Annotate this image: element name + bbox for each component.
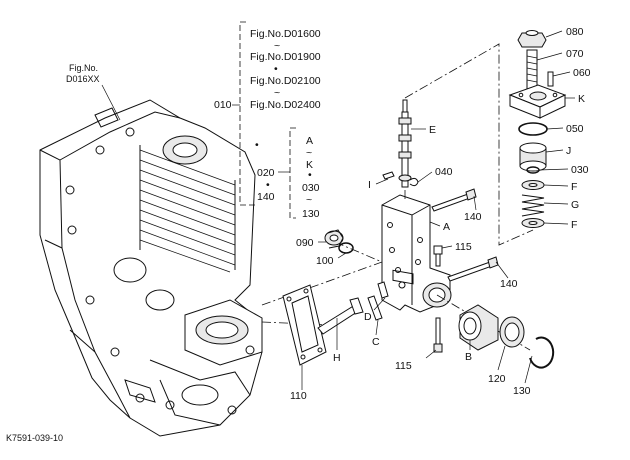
range-dot: • <box>308 169 312 181</box>
range-030-label: 030 <box>302 182 320 194</box>
lever-H <box>317 297 364 335</box>
callout-D: D <box>364 311 372 323</box>
callout-120: 120 <box>488 373 506 385</box>
bolt-140-lower <box>447 256 499 282</box>
pin-D <box>377 281 389 299</box>
range-K-label: K <box>306 159 313 171</box>
plug-090-and-oring-100 <box>324 229 354 254</box>
bolt-115-lower <box>433 317 443 353</box>
callout-115-upper: 115 <box>455 241 472 253</box>
transmission-housing <box>39 99 263 437</box>
group-dot-1: • <box>255 139 259 151</box>
housing-fig-ref-line2: D016XX <box>66 74 100 84</box>
group-010-label: 010 <box>214 99 232 111</box>
callout-050: 050 <box>566 123 584 135</box>
group-140-label: 140 <box>257 191 275 203</box>
fig-range-1: Fig.No.D01600 <box>250 28 321 40</box>
housing-leader-line <box>101 84 121 121</box>
fig-range-tilde-1: ~ <box>274 40 280 52</box>
top-valve-stack <box>508 30 567 228</box>
callout-130: 130 <box>513 385 531 397</box>
gasket-110 <box>282 284 327 366</box>
group-dot-2: • <box>266 179 270 191</box>
callout-G: G <box>571 199 579 211</box>
group-brackets <box>232 21 296 219</box>
callout-E: E <box>429 124 436 136</box>
callout-060: 060 <box>573 67 591 79</box>
fig-range-4: Fig.No.D02400 <box>250 99 321 111</box>
callout-F-lower: F <box>571 219 577 231</box>
pin-C <box>367 295 383 321</box>
group-020-label: 020 <box>257 167 275 179</box>
callout-K: K <box>578 93 585 105</box>
callout-I: I <box>368 179 371 191</box>
callout-080: 080 <box>566 26 584 38</box>
callout-100: 100 <box>316 255 334 267</box>
seal-120 <box>499 316 525 348</box>
callout-110: 110 <box>290 390 307 402</box>
callout-030: 030 <box>571 164 589 176</box>
bolt-140-upper <box>431 188 477 212</box>
callout-115-lower: 115 <box>395 360 412 372</box>
range-A-label: A <box>306 135 313 147</box>
callout-090: 090 <box>296 237 314 249</box>
callout-B: B <box>465 351 472 363</box>
callout-140-upper: 140 <box>464 211 482 223</box>
drawing-code: K7591-039-10 <box>6 433 63 443</box>
callout-J: J <box>566 145 571 157</box>
range-tilde-2: ~ <box>306 194 312 206</box>
fig-range-dot-1: • <box>274 63 278 75</box>
housing-fig-ref-line1: Fig.No. <box>69 63 98 73</box>
callout-140-lower: 140 <box>500 278 518 290</box>
snap-ring-130 <box>529 336 555 369</box>
spool-E <box>398 99 412 188</box>
range-130-label: 130 <box>302 208 320 220</box>
callout-H: H <box>333 352 341 364</box>
callout-C: C <box>372 336 380 348</box>
fig-range-3: Fig.No.D02100 <box>250 75 321 87</box>
callout-070: 070 <box>566 48 584 60</box>
range-tilde-1: ~ <box>306 147 312 159</box>
callout-F-upper: F <box>571 181 577 193</box>
callout-A: A <box>443 221 450 233</box>
sleeve-B <box>458 304 499 351</box>
bolt-115-upper <box>433 245 443 267</box>
callout-leaders <box>301 30 575 390</box>
fig-range-tilde-2: ~ <box>274 87 280 99</box>
fig-range-2: Fig.No.D01900 <box>250 51 321 63</box>
callout-040: 040 <box>435 166 453 178</box>
